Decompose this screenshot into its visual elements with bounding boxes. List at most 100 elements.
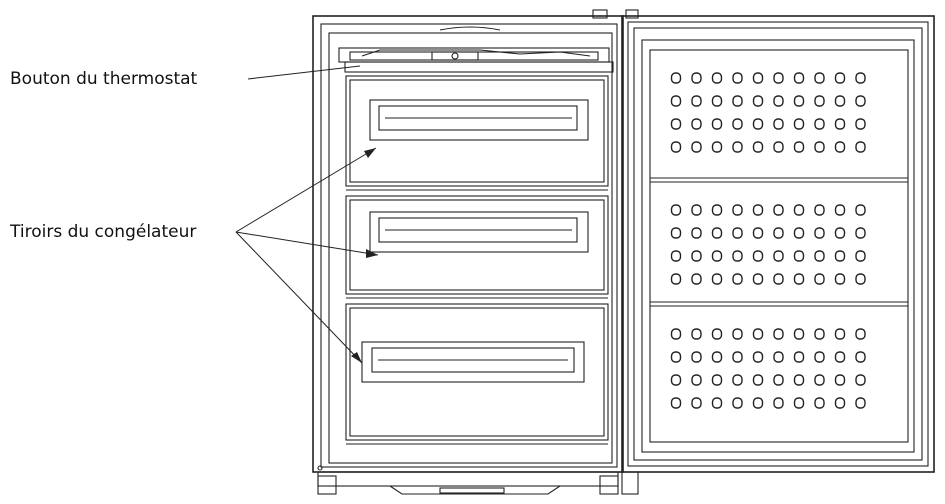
drawer-1 xyxy=(345,75,609,191)
vent-hole xyxy=(773,118,784,130)
vent-hole xyxy=(752,397,764,409)
vent-hole xyxy=(814,118,825,130)
label-thermostat: Bouton du thermostat xyxy=(10,69,198,89)
vent-hole xyxy=(691,227,702,239)
vent-hole xyxy=(752,328,764,340)
vent-hole xyxy=(732,397,743,409)
vent-hole xyxy=(773,328,784,340)
vent-hole xyxy=(773,351,784,363)
vent-hole xyxy=(732,118,743,130)
door xyxy=(621,9,935,495)
vent-hole xyxy=(773,72,784,84)
vent-hole xyxy=(834,118,846,130)
vent-hole xyxy=(691,141,702,153)
vent-hole xyxy=(691,95,702,107)
label-drawers: Tiroirs du congélateur xyxy=(9,222,196,242)
vent-hole xyxy=(793,328,805,340)
vent-hole xyxy=(773,374,784,386)
vent-hole xyxy=(691,204,702,216)
vent-hole xyxy=(834,227,846,239)
drawer-2 xyxy=(345,195,609,299)
vent-hole xyxy=(711,118,723,130)
vent-hole xyxy=(711,273,723,285)
vent-hole xyxy=(855,72,866,84)
vent-hole xyxy=(793,374,805,386)
vent-hole xyxy=(691,273,702,285)
vent-hole xyxy=(855,204,866,216)
vent-hole xyxy=(855,397,866,409)
vent-hole xyxy=(711,374,723,386)
vent-hole xyxy=(814,351,825,363)
leader-lines xyxy=(235,65,379,364)
vent-hole xyxy=(793,250,805,262)
vent-hole xyxy=(752,141,764,153)
vent-hole xyxy=(732,351,743,363)
vent-hole xyxy=(752,204,764,216)
vent-hole xyxy=(752,351,764,363)
vent-hole xyxy=(793,95,805,107)
vent-hole xyxy=(691,328,702,340)
vent-hole xyxy=(670,374,682,386)
vent-hole xyxy=(855,273,866,285)
vent-hole xyxy=(752,273,764,285)
vent-hole xyxy=(793,141,805,153)
vent-hole xyxy=(711,351,723,363)
vent-hole xyxy=(773,95,784,107)
vent-hole xyxy=(793,227,805,239)
vent-hole xyxy=(711,397,723,409)
vent-hole xyxy=(834,141,846,153)
vent-hole xyxy=(834,72,846,84)
vent-hole xyxy=(793,72,805,84)
vent-hole xyxy=(834,351,846,363)
vent-hole xyxy=(814,397,825,409)
vent-hole xyxy=(814,374,825,386)
vent-hole xyxy=(752,72,764,84)
thermostat-knob xyxy=(338,47,614,73)
vent-hole xyxy=(793,118,805,130)
drawer-3 xyxy=(345,303,609,445)
vent-hole xyxy=(793,204,805,216)
vent-hole xyxy=(855,351,866,363)
vent-hole xyxy=(670,273,682,285)
vent-hole xyxy=(670,204,682,216)
vent-hole xyxy=(773,204,784,216)
vent-hole xyxy=(834,273,846,285)
vent-hole xyxy=(814,204,825,216)
vent-hole xyxy=(752,118,764,130)
vent-hole xyxy=(711,72,723,84)
vent-hole xyxy=(732,204,743,216)
vent-hole xyxy=(670,72,682,84)
vent-hole xyxy=(855,95,866,107)
vent-hole xyxy=(855,250,866,262)
vent-hole xyxy=(814,328,825,340)
vent-hole xyxy=(691,374,702,386)
vent-hole xyxy=(834,328,846,340)
vent-hole xyxy=(773,227,784,239)
vent-hole xyxy=(793,273,805,285)
vent-hole xyxy=(732,250,743,262)
vent-hole xyxy=(691,250,702,262)
vent-hole xyxy=(670,328,682,340)
vent-hole xyxy=(814,250,825,262)
vent-hole xyxy=(814,72,825,84)
vent-hole xyxy=(814,141,825,153)
vent-hole xyxy=(752,374,764,386)
vent-hole xyxy=(855,141,866,153)
door-vent-holes xyxy=(670,72,866,409)
vent-hole xyxy=(732,273,743,285)
vent-hole xyxy=(691,72,702,84)
vent-hole xyxy=(711,141,723,153)
vent-hole xyxy=(732,95,743,107)
vent-hole xyxy=(773,273,784,285)
vent-hole xyxy=(670,227,682,239)
vent-hole xyxy=(691,118,702,130)
vent-hole xyxy=(691,397,702,409)
vent-hole xyxy=(752,250,764,262)
vent-hole xyxy=(670,95,682,107)
cabinet-base xyxy=(317,465,619,495)
vent-hole xyxy=(732,227,743,239)
vent-hole xyxy=(855,328,866,340)
vent-hole xyxy=(855,374,866,386)
vent-hole xyxy=(711,95,723,107)
